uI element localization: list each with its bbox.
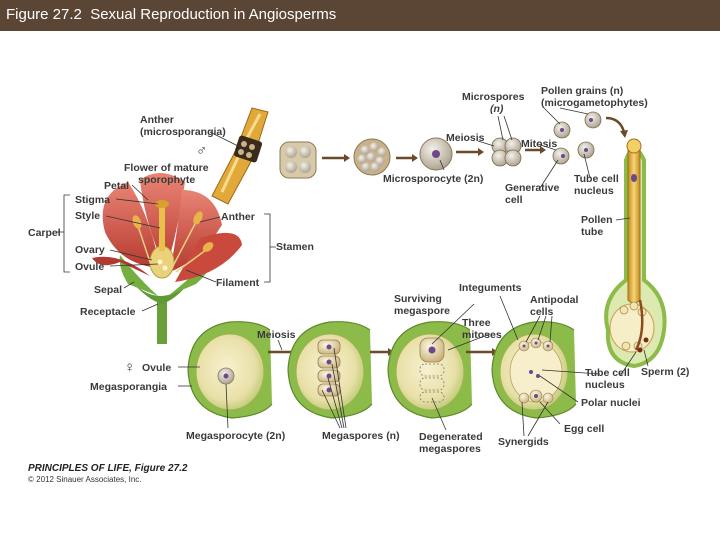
credit-line-2: © 2012 Sinauer Associates, Inc. xyxy=(28,475,142,484)
svg-text:(n): (n) xyxy=(490,103,504,115)
label-tube-cell-nucleus-bottom: Tube cell xyxy=(585,367,630,379)
svg-text:nucleus: nucleus xyxy=(585,379,625,391)
flower-illustration xyxy=(92,172,242,344)
label-ovule-flower: Ovule xyxy=(75,261,104,273)
svg-text:cells: cells xyxy=(530,306,554,318)
label-integuments: Integuments xyxy=(459,282,522,294)
label-sperm: Sperm (2) xyxy=(641,366,689,378)
sporangium-cells xyxy=(353,138,391,176)
label-microsporocyte: Microsporocyte (2n) xyxy=(383,173,483,185)
style-shape xyxy=(159,205,165,251)
svg-text:nucleus: nucleus xyxy=(574,185,614,197)
ovule-megasporocyte xyxy=(187,321,273,419)
figure-title: Figure 27.2 Sexual Reproduction in Angio… xyxy=(6,6,337,23)
label-stamen: Stamen xyxy=(276,241,314,253)
filament-shape xyxy=(171,221,197,269)
female-symbol: ♀ xyxy=(124,359,135,376)
label-three-mitoses: Three xyxy=(462,317,491,329)
svg-text:tube: tube xyxy=(581,226,603,238)
label-flower: Flower of mature xyxy=(124,162,209,174)
svg-text:(microgametophytes): (microgametophytes) xyxy=(541,97,648,109)
label-pollen-tube: Pollen xyxy=(581,214,613,226)
label-anther: Anther xyxy=(221,211,255,223)
label-megasporangia: Megasporangia xyxy=(90,381,167,393)
label-ovule: Ovule xyxy=(142,362,171,374)
stigma-shape xyxy=(155,200,169,208)
label-microspores: Microspores xyxy=(462,91,525,103)
microsporangium-section xyxy=(279,141,317,179)
enlarged-anther xyxy=(211,107,269,205)
credit-line-1: PRINCIPLES OF LIFE, Figure 27.2 xyxy=(28,463,188,474)
label-filament: Filament xyxy=(216,277,260,289)
ovule-embryo-sac xyxy=(491,321,577,419)
ovule-megaspores xyxy=(287,321,373,419)
receptacle-shape xyxy=(132,282,190,304)
label-petal: Petal xyxy=(104,180,129,192)
label-receptacle: Receptacle xyxy=(80,306,136,318)
sepal-shape xyxy=(119,255,158,296)
title-bar: Figure 27.2 Sexual Reproduction in Angio… xyxy=(0,0,720,31)
svg-text:cell: cell xyxy=(505,194,523,206)
stem xyxy=(157,300,167,344)
label-stigma: Stigma xyxy=(75,194,110,206)
label-surviving-megaspore: Surviving xyxy=(394,293,442,305)
diagram-labels: Anther (microsporangia) ♂ Flower of matu… xyxy=(28,85,689,455)
svg-text:(microsporangia): (microsporangia) xyxy=(140,126,226,138)
leader-lines xyxy=(56,107,649,437)
label-tube-cell-nucleus-top: Tube cell xyxy=(574,173,619,185)
pollen-tube-shape xyxy=(627,143,641,304)
microspore-tetrad xyxy=(491,137,522,167)
label-style: Style xyxy=(75,210,100,222)
label-egg-cell: Egg cell xyxy=(564,423,604,435)
label-mitosis: Mitosis xyxy=(521,138,557,150)
label-megaspores: Megaspores (n) xyxy=(322,430,400,442)
label-generative-cell: Generative xyxy=(505,182,559,194)
label-antipodal-cells: Antipodal xyxy=(530,294,578,306)
label-polar-nuclei: Polar nuclei xyxy=(581,397,641,409)
label-synergids: Synergids xyxy=(498,436,549,448)
label-sepal: Sepal xyxy=(94,284,122,296)
pollen-grains xyxy=(552,111,602,165)
label-megasporocyte: Megasporocyte (2n) xyxy=(186,430,285,442)
label-meiosis-top: Meiosis xyxy=(446,132,485,144)
anther-shape xyxy=(193,211,203,225)
pollen-tube-ovule xyxy=(604,138,667,369)
svg-text:megaspores: megaspores xyxy=(419,443,481,455)
label-ovary: Ovary xyxy=(75,244,105,256)
petal-shape xyxy=(102,182,160,268)
svg-text:mitoses: mitoses xyxy=(462,329,502,341)
male-symbol: ♂ xyxy=(196,142,207,159)
ovule-surviving-megaspore xyxy=(387,321,473,419)
svg-text:megaspore: megaspore xyxy=(394,305,450,317)
label-degenerated-megaspores: Degenerated xyxy=(419,431,483,443)
label-anther-microsporangia: Anther xyxy=(140,114,174,126)
label-carpel: Carpel xyxy=(28,227,61,239)
label-meiosis-bottom: Meiosis xyxy=(257,329,296,341)
svg-text:sporophyte: sporophyte xyxy=(138,174,195,186)
label-pollen-grains: Pollen grains (n) xyxy=(541,85,623,97)
